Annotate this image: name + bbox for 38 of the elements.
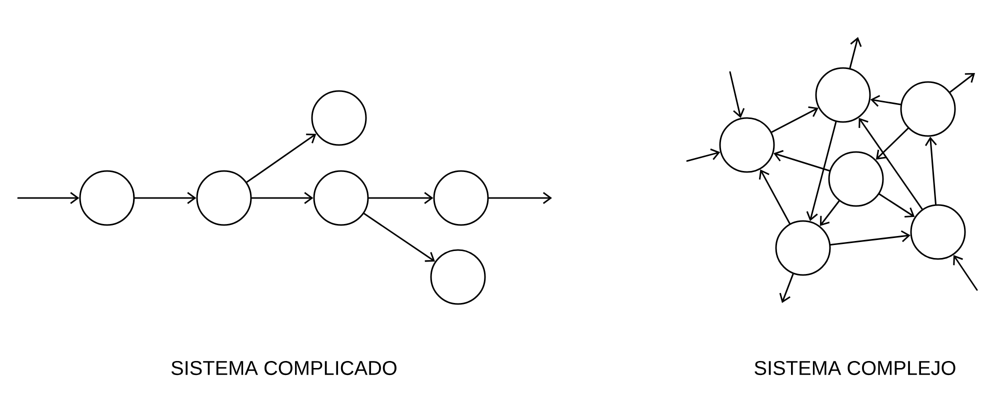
arrow bbox=[17, 192, 80, 204]
arrow bbox=[779, 273, 794, 303]
circle bbox=[430, 249, 486, 305]
arrow bbox=[858, 118, 923, 210]
circle bbox=[79, 170, 135, 226]
system-label: SISTEMA COMPLEJO bbox=[754, 360, 956, 376]
arrow bbox=[806, 121, 837, 222]
arrow bbox=[830, 230, 910, 246]
circle bbox=[910, 204, 966, 260]
arrow bbox=[134, 192, 196, 204]
arrow bbox=[774, 150, 830, 172]
arrow bbox=[870, 94, 902, 107]
circle bbox=[433, 170, 489, 226]
system-label: SISTEMA COMPLICADO bbox=[171, 360, 396, 376]
arrow bbox=[251, 192, 314, 204]
circle bbox=[900, 81, 956, 137]
circle bbox=[719, 117, 775, 173]
circle bbox=[815, 67, 871, 123]
arrow bbox=[770, 106, 818, 133]
circle bbox=[313, 170, 369, 226]
arrow bbox=[878, 193, 915, 218]
circle bbox=[196, 170, 252, 226]
arrow bbox=[949, 73, 976, 93]
arrow bbox=[876, 128, 909, 160]
arrow bbox=[953, 255, 978, 291]
arrow bbox=[488, 192, 552, 204]
arrow bbox=[729, 71, 745, 118]
arrow bbox=[758, 169, 791, 224]
circle bbox=[311, 90, 367, 146]
circle bbox=[775, 220, 831, 276]
arrow bbox=[246, 134, 316, 183]
arrow bbox=[686, 148, 720, 162]
arrow bbox=[363, 212, 435, 262]
arrow bbox=[820, 200, 840, 226]
arrow bbox=[368, 192, 434, 204]
arrow bbox=[849, 37, 862, 69]
circle bbox=[828, 151, 884, 207]
arrow bbox=[925, 136, 937, 206]
